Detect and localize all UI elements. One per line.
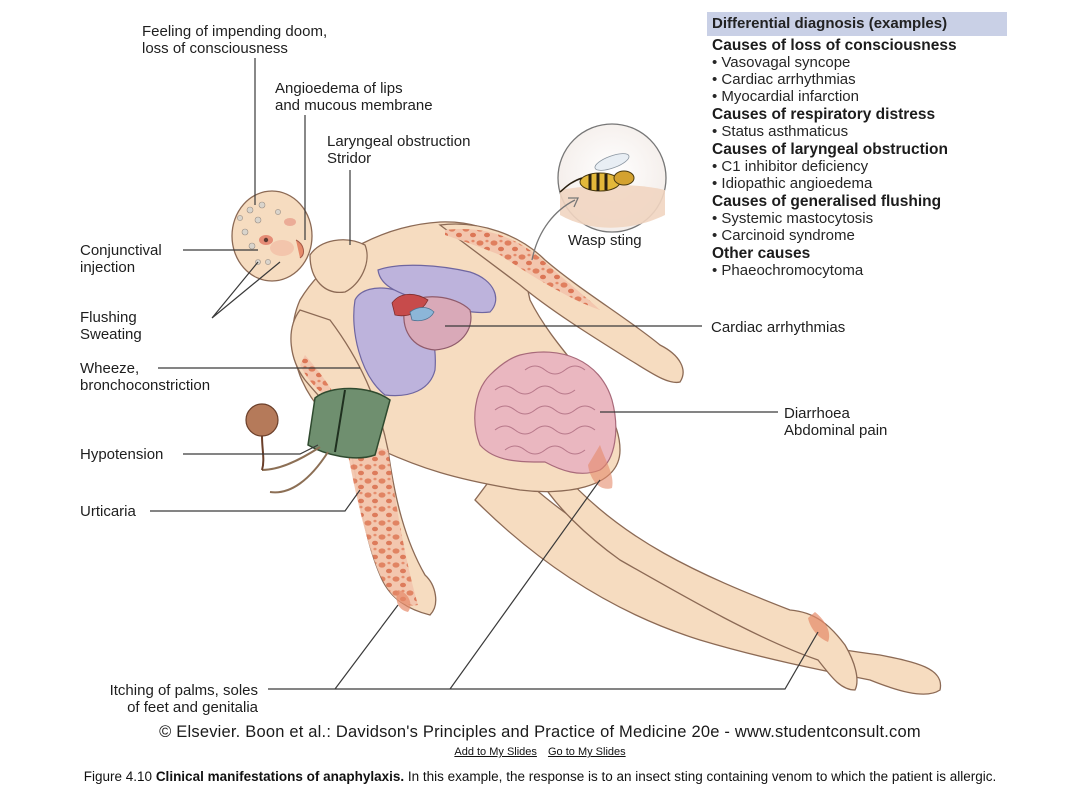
label-line: loss of consciousness [142, 40, 288, 57]
dd-item: • Status asthmaticus [712, 123, 849, 140]
label-laryngeal-obstruction: Laryngeal obstruction Stridor [327, 133, 470, 167]
label-urticaria: Urticaria [80, 503, 136, 520]
caption-text: In this example, the response is to an i… [404, 769, 997, 784]
dd-section: Causes of generalised flushing • Systemi… [707, 193, 1007, 244]
label-wheeze: Wheeze, bronchoconstriction [80, 360, 210, 394]
dd-section-title: Causes of loss of consciousness [712, 37, 957, 54]
label-line: Diarrhoea [784, 405, 850, 422]
dd-section: Other causes • Phaeochromocytoma [707, 245, 1007, 279]
dd-item: • C1 inhibitor deficiency [712, 158, 869, 175]
go-to-my-slides-link[interactable]: Go to My Slides [547, 746, 626, 758]
urticaria-forearm [345, 440, 418, 606]
figure-caption: Figure 4.10 Clinical manifestations of a… [10, 768, 1070, 785]
label-line: Sweating [80, 326, 142, 343]
dd-section: Causes of laryngeal obstruction • C1 inh… [707, 141, 1007, 192]
label-line: of feet and genitalia [127, 699, 258, 716]
label-line: Wheeze, [80, 360, 140, 377]
label-hypotension: Hypotension [80, 446, 164, 463]
label-line: and mucous membrane [275, 97, 433, 114]
intestines [474, 351, 617, 474]
legs [474, 458, 942, 695]
dd-item: • Phaeochromocytoma [712, 262, 864, 279]
head [231, 190, 313, 282]
label-line: Conjunctival [80, 242, 162, 259]
genital-redness [588, 445, 613, 489]
label-line: Abdominal pain [784, 422, 888, 439]
label-line: bronchoconstriction [80, 377, 211, 394]
palm-redness [396, 590, 411, 612]
label-wasp-sting: Wasp sting [568, 232, 642, 249]
urticaria-upper-arm [445, 229, 600, 310]
add-to-my-slides-link[interactable]: Add to My Slides [454, 746, 537, 758]
arm-right [438, 223, 684, 384]
dd-item: • Cardiac arrhythmias [712, 71, 856, 88]
dd-section: Causes of respiratory distress • Status … [707, 106, 1007, 140]
dd-section-title: Causes of generalised flushing [712, 193, 942, 210]
label-itching: Itching of palms, soles of feet and geni… [80, 682, 258, 716]
dd-item: • Vasovagal syncope [712, 54, 851, 71]
differential-diagnosis-box: Differential diagnosis (examples) Causes… [707, 12, 1007, 279]
caption-title: Clinical manifestations of anaphylaxis. [155, 769, 405, 784]
label-line: injection [80, 259, 136, 276]
copyright-line: © Elsevier. Boon et al.: Davidson's Prin… [159, 723, 921, 741]
slide-links: Add to My Slides Go to My Slides [0, 746, 1080, 758]
dd-item: • Idiopathic angioedema [712, 175, 873, 192]
label-line: Laryngeal obstruction [327, 133, 471, 150]
label-conjunctival-injection: Conjunctival injection [80, 242, 162, 276]
leader-lines [150, 58, 819, 690]
wasp-icon [559, 153, 635, 193]
label-flushing-sweating: Flushing Sweating [80, 309, 142, 343]
label-angioedema: Angioedema of lips and mucous membrane [275, 80, 433, 114]
dd-item: • Systemic mastocytosis [712, 210, 874, 227]
heart [391, 293, 472, 351]
foot-redness [808, 612, 830, 642]
anaphylaxis-illustration [150, 58, 942, 695]
dd-section: Causes of loss of consciousness • Vasova… [707, 37, 1007, 105]
dd-section-title: Causes of laryngeal obstruction [712, 141, 948, 158]
label-cardiac-arrhythmias: Cardiac arrhythmias [711, 319, 846, 336]
label-line: Feeling of impending doom, [142, 23, 328, 40]
label-line: Stridor [327, 150, 372, 167]
label-line: Itching of palms, soles [109, 682, 258, 699]
dd-item: • Myocardial infarction [712, 88, 859, 105]
differential-heading: Differential diagnosis (examples) [707, 12, 1007, 36]
wasp-sting-inset [531, 123, 667, 261]
caption-prefix: Figure 4.10 [83, 769, 156, 784]
dd-section-title: Other causes [712, 245, 811, 262]
dd-item: • Carcinoid syndrome [712, 227, 855, 244]
label-diarrhoea: Diarrhoea Abdominal pain [784, 405, 887, 439]
label-line: Flushing [80, 309, 137, 326]
dd-section-title: Causes of respiratory distress [712, 106, 936, 123]
label-line: Angioedema of lips [275, 80, 403, 97]
neck [309, 239, 368, 293]
label-impending-doom: Feeling of impending doom, loss of consc… [142, 23, 327, 57]
